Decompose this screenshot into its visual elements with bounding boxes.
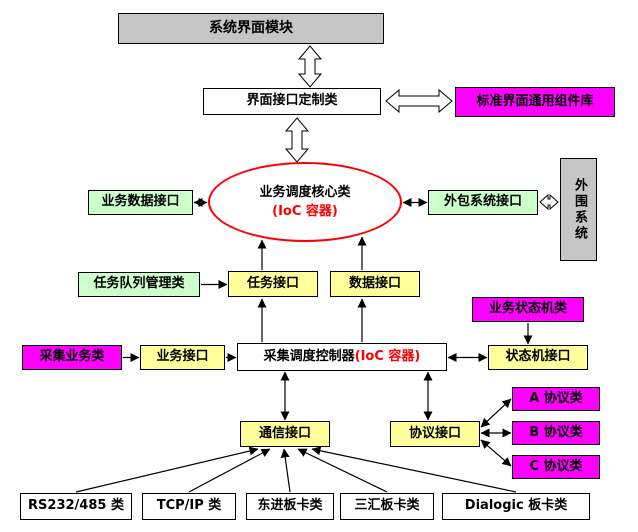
node-interface-customization-class: 界面接口定制类 [203, 88, 381, 115]
hollow-arrow-customization-componentlib [385, 88, 453, 114]
arrow-protoiface-protoC [480, 439, 512, 467]
node-collection-business-class: 采集业务类 [22, 345, 122, 370]
node-business-data-interface: 业务数据接口 [88, 190, 193, 215]
node-protocol-class-a: A 协议类 [512, 387, 600, 411]
node-outsourcing-system-interface: 外包系统接口 [428, 190, 538, 215]
hollow-arrow-module-customization [297, 45, 323, 88]
arrow-dongjin-commiface [280, 448, 291, 493]
arrow-sanhui-commiface [297, 448, 388, 493]
node-tcp-ip-class: TCP/IP 类 [142, 493, 236, 520]
arrow-tcpip-commiface [188, 448, 271, 493]
node-system-interface-module: 系统界面模块 [118, 13, 384, 44]
node-sanhui-board-class: 三汇板卡类 [340, 493, 434, 520]
node-business-interface: 业务接口 [140, 345, 225, 370]
node-protocol-class-b: B 协议类 [512, 421, 600, 445]
collection-dispatch-controller-subtitle: (IoC 容器) [354, 348, 421, 364]
node-task-interface: 任务接口 [228, 271, 318, 297]
business-dispatch-core-subtitle: (IoC 容器) [272, 204, 338, 219]
peripheral-system-label: 外围系统 [571, 177, 587, 242]
node-dialogic-board-class: Dialogic 板卡类 [442, 493, 590, 520]
node-state-machine-interface: 状态机接口 [488, 345, 588, 370]
node-protocol-class-c: C 协议类 [512, 455, 600, 479]
node-protocol-interface: 协议接口 [390, 421, 480, 447]
arrow-rs232-commiface [75, 446, 259, 493]
arrow-dialogic-commiface [311, 446, 517, 493]
hollow-arrow-customization-core [284, 117, 310, 163]
arrow-protoiface-protoA [480, 398, 512, 428]
node-business-state-machine-class: 业务状态机类 [472, 297, 584, 322]
node-data-interface: 数据接口 [330, 271, 420, 297]
node-communication-interface: 通信接口 [240, 421, 330, 447]
node-collection-dispatch-controller: 采集调度控制器 (IoC 容器) [237, 343, 447, 371]
node-task-queue-management-class: 任务队列管理类 [78, 272, 200, 297]
node-business-dispatch-core: 业务调度核心类 (IoC 容器) [208, 162, 402, 242]
business-dispatch-core-title: 业务调度核心类 [259, 184, 351, 200]
hollow-arrow-outsourcing-peripheral [539, 193, 559, 211]
node-rs232-485-class: RS232/485 类 [20, 493, 132, 520]
node-peripheral-system: 外围系统 [560, 158, 597, 261]
node-standard-ui-component-library: 标准界面通用组件库 [455, 87, 615, 117]
collection-dispatch-controller-title: 采集调度控制器 [263, 348, 355, 364]
node-dongjin-board-class: 东进板卡类 [246, 493, 334, 520]
